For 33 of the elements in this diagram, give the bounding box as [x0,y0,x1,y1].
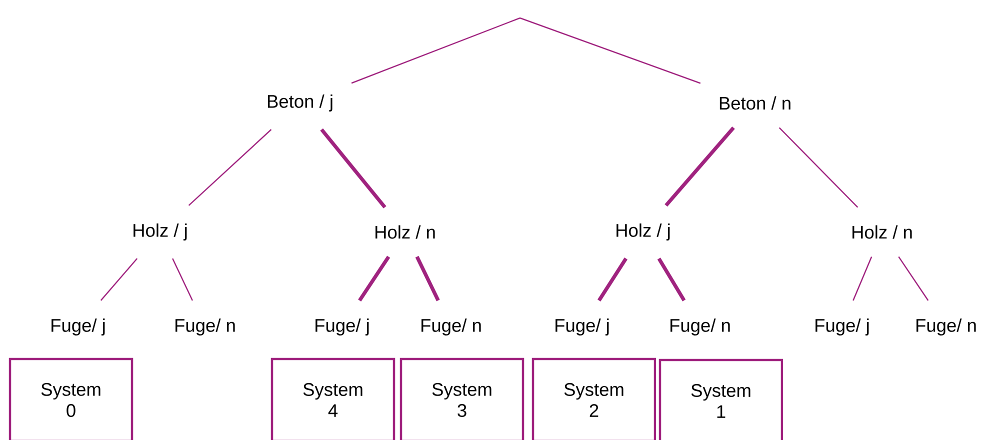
branch-line [172,258,194,301]
system-box: System 4 [270,358,396,440]
branch-line [415,256,440,302]
branch-label: Fuge/ j [52,318,105,336]
branch-label: Fuge/ n [916,318,976,336]
branch-label: Holz / j [616,223,670,240]
branch-label: Fuge/ n [422,318,481,336]
branch-label: Fuge/ n [670,318,730,336]
branch-line [597,258,628,302]
branch-label: Beton / n [720,96,790,110]
branch-label: Fuge/ j [816,318,869,336]
branch-line [657,258,686,302]
branch-line [664,126,735,207]
branch-label: Fuge/ j [556,318,609,336]
branch-label: Holz / n [376,225,435,239]
branch-line [778,127,858,208]
branch-label: Fuge/ j [316,318,369,336]
branch-line [320,128,386,208]
branch-line [188,129,272,206]
branch-line [852,256,872,301]
branch-line [520,17,701,84]
branch-line [351,17,520,84]
system-box: System 3 [400,358,524,440]
branch-line [358,256,390,302]
branch-label: Fuge/ n [176,318,235,336]
branch-line [898,256,929,301]
system-box: System 2 [532,358,656,440]
system-box: System 1 [658,358,784,440]
branch-label: Beton / j [268,94,332,112]
system-box: System 0 [8,358,134,440]
branch-line [100,258,138,301]
branch-label: Holz / n [852,225,912,239]
branch-label: Holz / j [134,223,187,240]
